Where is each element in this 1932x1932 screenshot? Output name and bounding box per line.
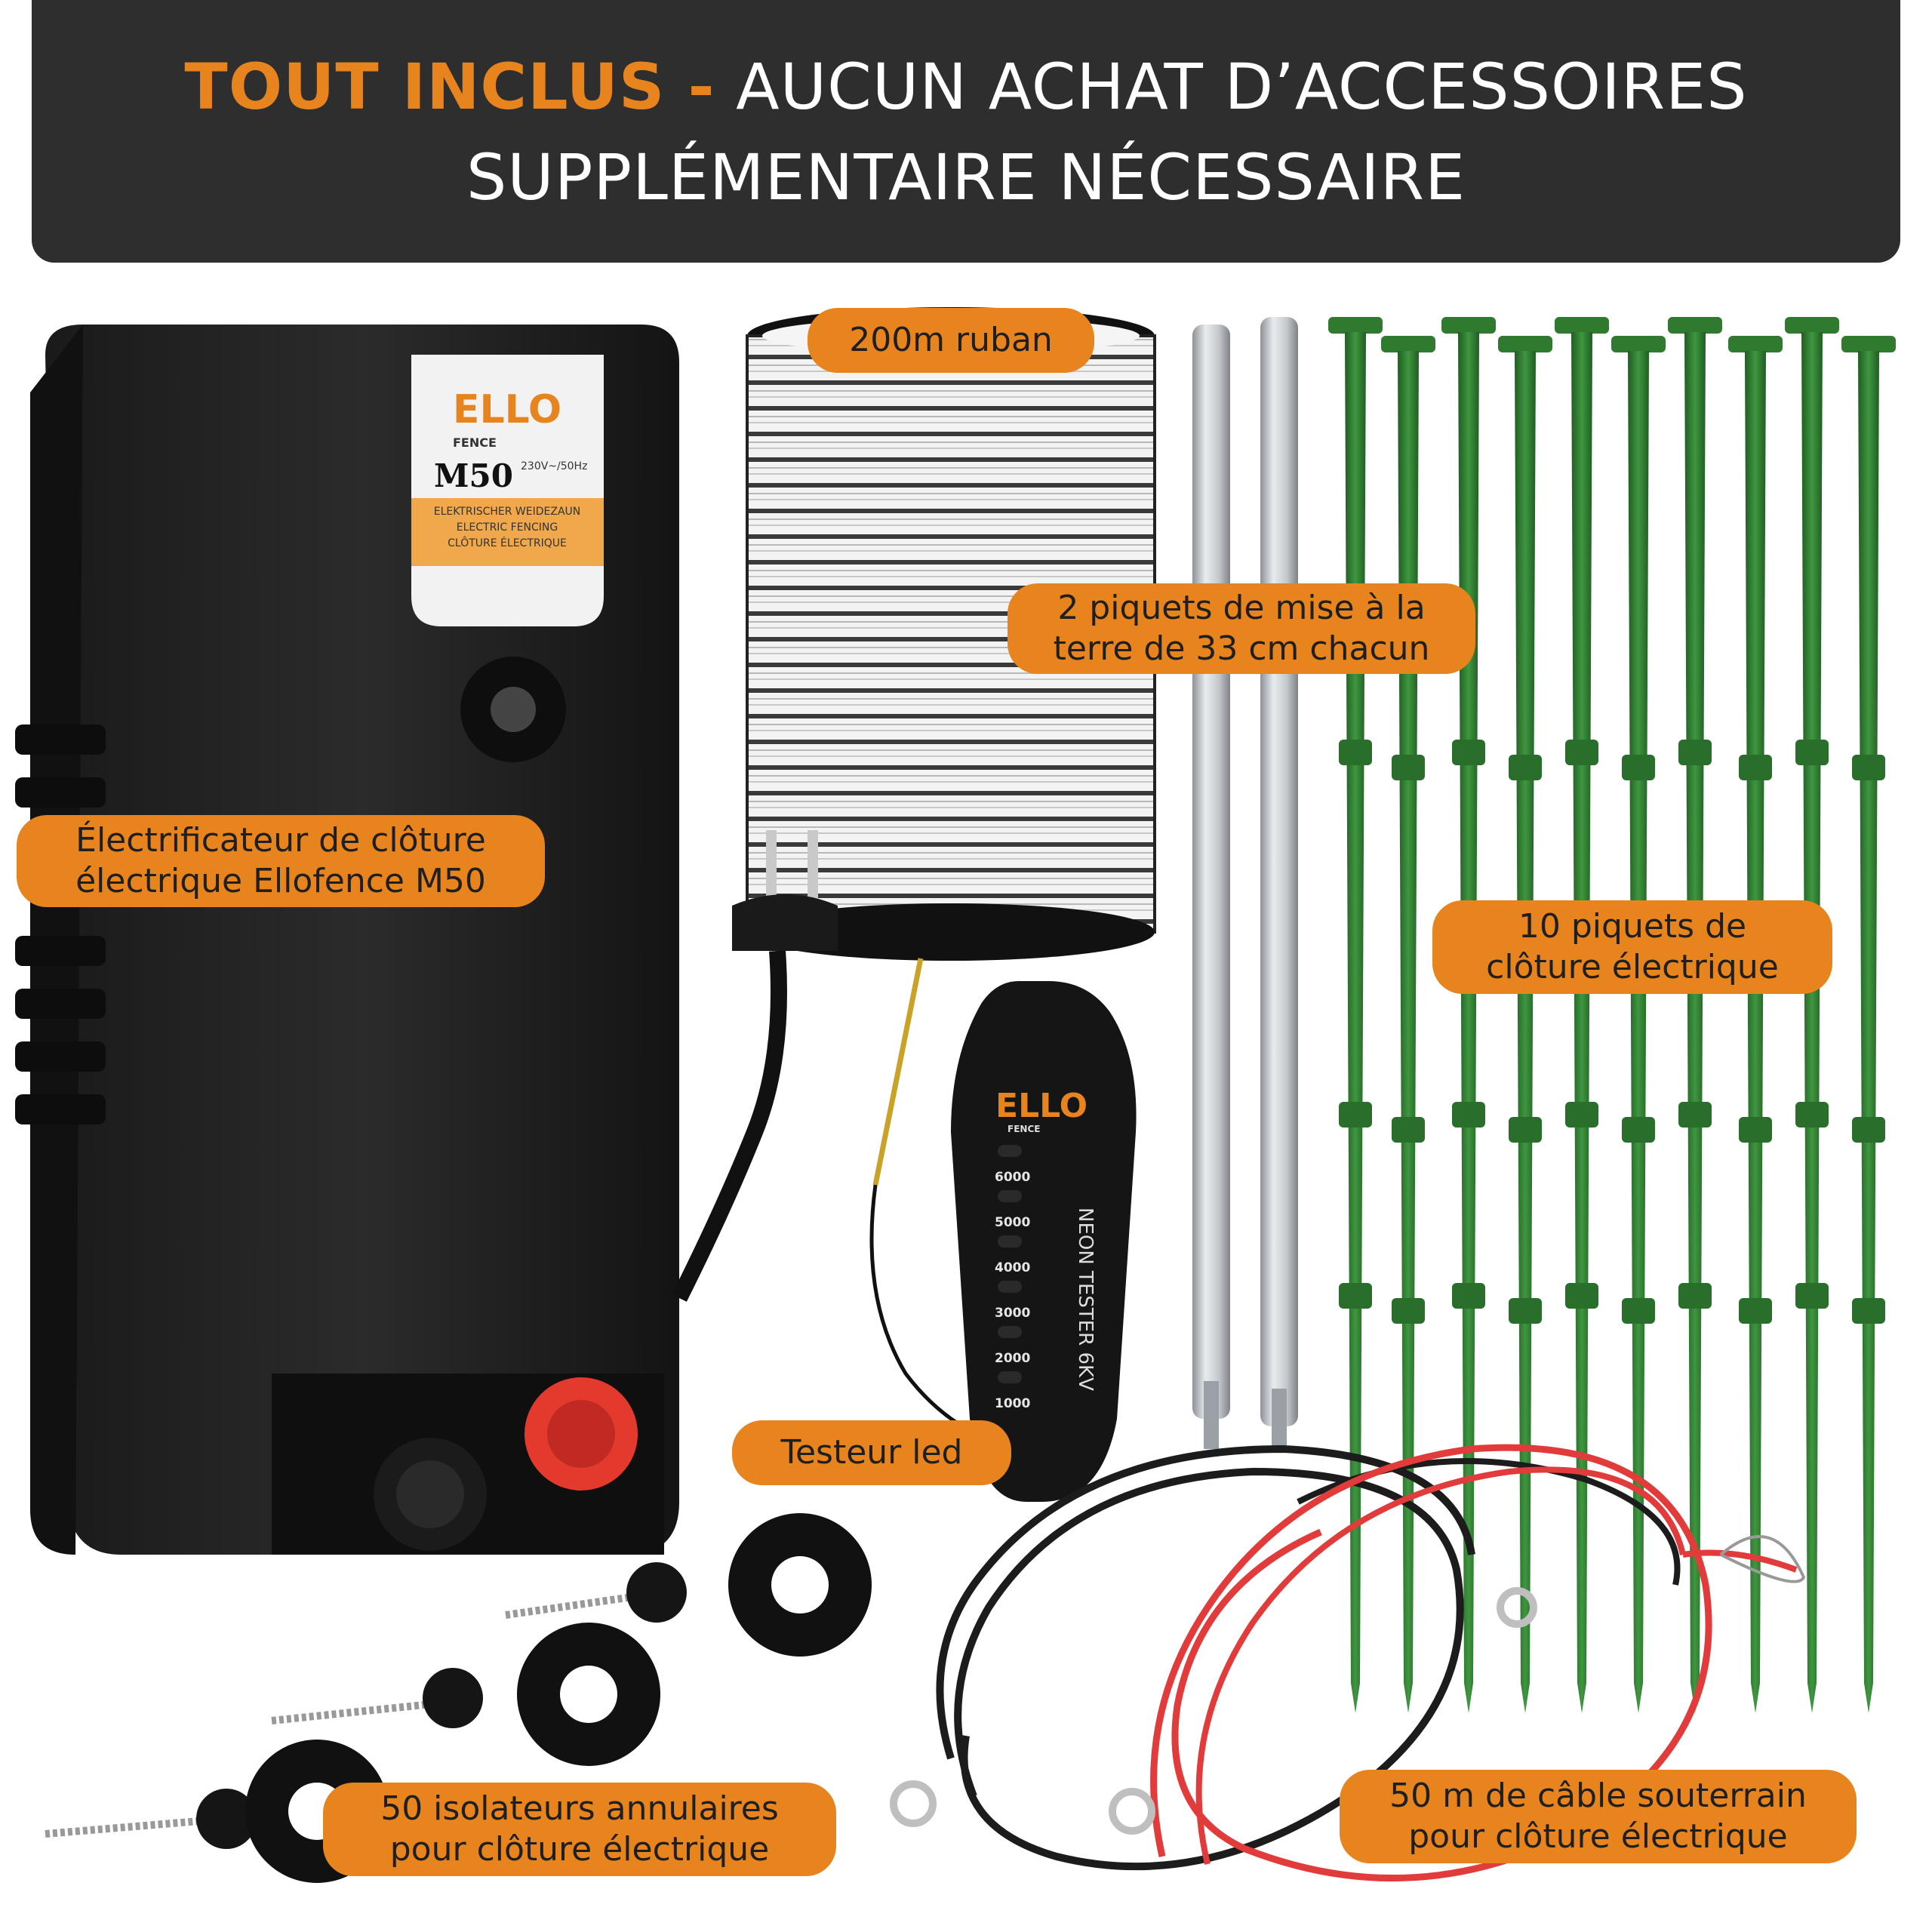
underground-cables	[890, 1444, 1806, 1881]
tester-name-text: NEON TESTER 6KV	[1074, 1208, 1097, 1391]
tester-scale-label: 3000	[995, 1306, 1030, 1321]
tester-led	[998, 1190, 1022, 1202]
device-brand-text: ELLO	[453, 387, 561, 432]
label-tester-text: Testeur led	[780, 1433, 963, 1472]
banner-accent: TOUT INCLUS -	[184, 50, 715, 124]
green-stake	[1785, 317, 1839, 1713]
tester-led	[998, 1371, 1022, 1383]
green-stake	[1668, 317, 1722, 1713]
label-ground-stakes: 2 piquets de mise à la terre de 33 cm ch…	[1008, 583, 1475, 674]
green-stake	[1441, 317, 1496, 1713]
green-stakes	[1328, 317, 1896, 1713]
energizer-device: ELLO FENCE M50 230V~/50Hz ELEKTRISCHER W…	[15, 325, 679, 1555]
neon-tester: ELLO FENCE 6000 5000 4000 3000 2000 1000 NEON…	[869, 958, 1137, 1502]
device-desc-2: ELECTRIC FENCING	[457, 521, 558, 534]
device-rating-text: 230V~/50Hz	[521, 460, 587, 472]
label-insulators-line-2: pour clôture électrique	[389, 1830, 770, 1869]
tester-led	[998, 1281, 1022, 1293]
header-banner: TOUT INCLUS - AUCUN ACHAT D’ACCESSOIRES …	[32, 0, 1900, 263]
tester-led	[998, 1145, 1022, 1157]
label-fence-stakes-line-1: 10 piquets de	[1518, 907, 1747, 946]
device-desc-1: ELEKTRISCHER WEIDEZAUN	[434, 506, 581, 518]
label-energizer-line-2: électrique Ellofence M50	[75, 862, 486, 900]
label-underground-cable: 50 m de câble souterrain pour clôture él…	[1340, 1770, 1857, 1863]
label-energizer-line-1: Électrificateur de clôture	[75, 821, 486, 860]
green-stake	[1328, 317, 1383, 1713]
ground-stakes	[1192, 317, 1298, 1449]
label-tester: Testeur led	[732, 1420, 1011, 1485]
label-insulators: 50 isolateurs annulaires pour clôture él…	[323, 1783, 836, 1876]
tester-scale-label: 6000	[995, 1170, 1030, 1185]
tester-led	[998, 1326, 1022, 1338]
label-underground-cable-line-2: pour clôture électrique	[1408, 1817, 1788, 1856]
label-underground-cable-line-1: 50 m de câble souterrain	[1389, 1777, 1807, 1815]
tester-scale-label: 2000	[995, 1351, 1030, 1366]
device-model-text: M50	[434, 457, 513, 494]
device-brand-sub: FENCE	[453, 435, 497, 450]
tester-led	[998, 1235, 1022, 1247]
tester-brand-sub: FENCE	[1008, 1124, 1040, 1134]
power-plug	[672, 830, 838, 1302]
label-fence-stakes: 10 piquets de clôture électrique	[1432, 900, 1832, 994]
label-ribbon: 200m ruban	[808, 308, 1094, 373]
label-ground-stakes-line-2: terre de 33 cm chacun	[1053, 629, 1430, 668]
label-energizer: Électrificateur de clôture électrique El…	[17, 815, 545, 907]
green-stake	[1841, 336, 1896, 1713]
tester-scale-label: 4000	[995, 1260, 1030, 1275]
tester-scale-label: 5000	[995, 1215, 1030, 1230]
device-desc-3: CLÔTURE ÉLECTRIQUE	[448, 536, 567, 549]
label-fence-stakes-line-2: clôture électrique	[1486, 948, 1779, 986]
green-stake	[1555, 317, 1609, 1713]
green-stake	[1728, 336, 1783, 1713]
banner-line-1: TOUT INCLUS - AUCUN ACHAT D’ACCESSOIRES	[32, 42, 1900, 131]
banner-line1-rest: AUCUN ACHAT D’ACCESSOIRES	[715, 50, 1748, 124]
banner-line-2: SUPPLÉMENTAIRE NÉCESSAIRE	[466, 140, 1466, 214]
green-stake	[1498, 336, 1552, 1713]
label-insulators-line-1: 50 isolateurs annulaires	[380, 1789, 779, 1828]
tester-scale-label: 1000	[995, 1396, 1030, 1411]
label-ribbon-text: 200m ruban	[849, 321, 1053, 359]
green-stake	[1611, 336, 1666, 1713]
green-stake	[1381, 336, 1435, 1713]
label-ground-stakes-line-1: 2 piquets de mise à la	[1057, 589, 1426, 627]
tester-brand-text: ELLO	[995, 1087, 1088, 1125]
